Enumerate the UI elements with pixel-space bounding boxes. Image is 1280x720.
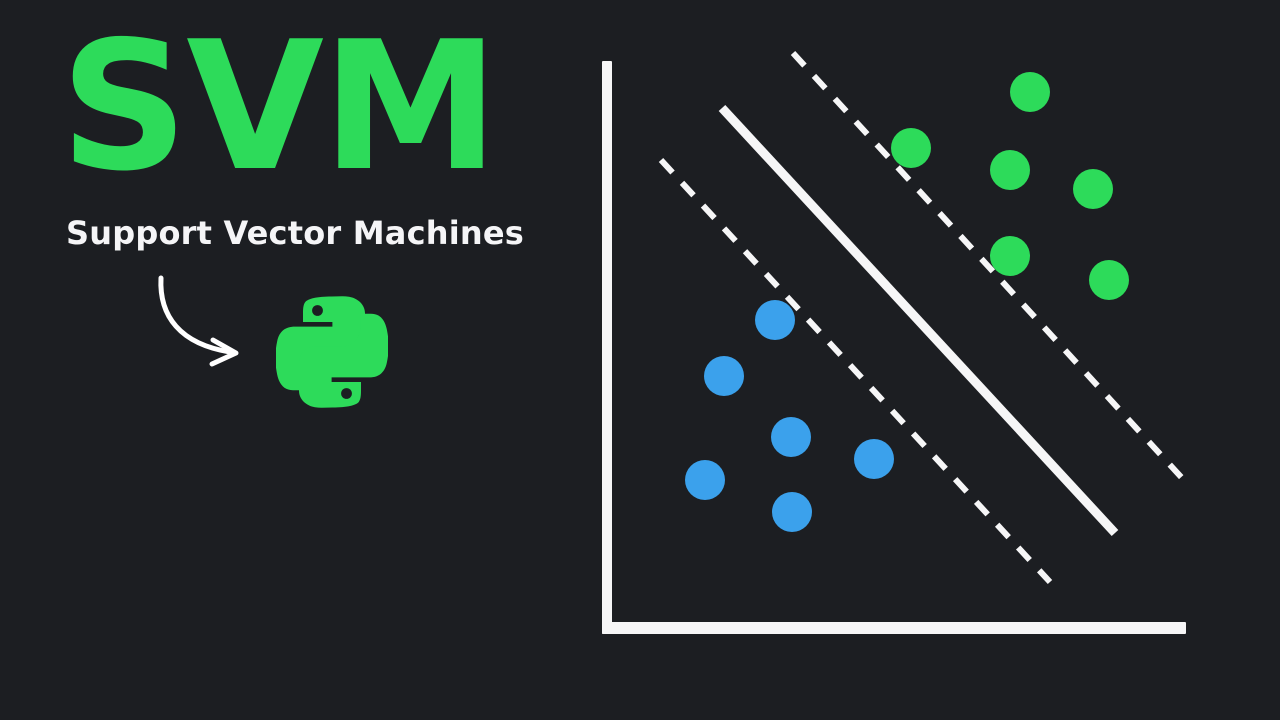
data-point-class-a [990,236,1030,276]
curved-arrow-icon [150,270,260,380]
x-axis [602,622,1186,634]
python-logo-icon [275,295,389,409]
data-point-class-b [771,417,811,457]
data-point-class-a [990,150,1030,190]
boundary-lines-layer [658,50,1185,585]
data-point-class-b [685,460,725,500]
data-point-class-a [1089,260,1129,300]
data-point-class-b [755,300,795,340]
data-point-class-b [772,492,812,532]
python-logo-eye-bottom [341,388,352,399]
python-logo-eye-top [312,305,323,316]
data-point-class-a [1010,72,1050,112]
title-panel: SVM Support Vector Machines [0,0,560,720]
data-point-class-a [891,128,931,168]
y-axis [602,61,612,634]
data-point-class-a [1073,169,1113,209]
data-point-class-b [704,356,744,396]
page-title: SVM [60,3,499,210]
page-subtitle: Support Vector Machines [66,214,525,252]
data-point-class-b [854,439,894,479]
svm-scatter-plot [560,0,1280,720]
